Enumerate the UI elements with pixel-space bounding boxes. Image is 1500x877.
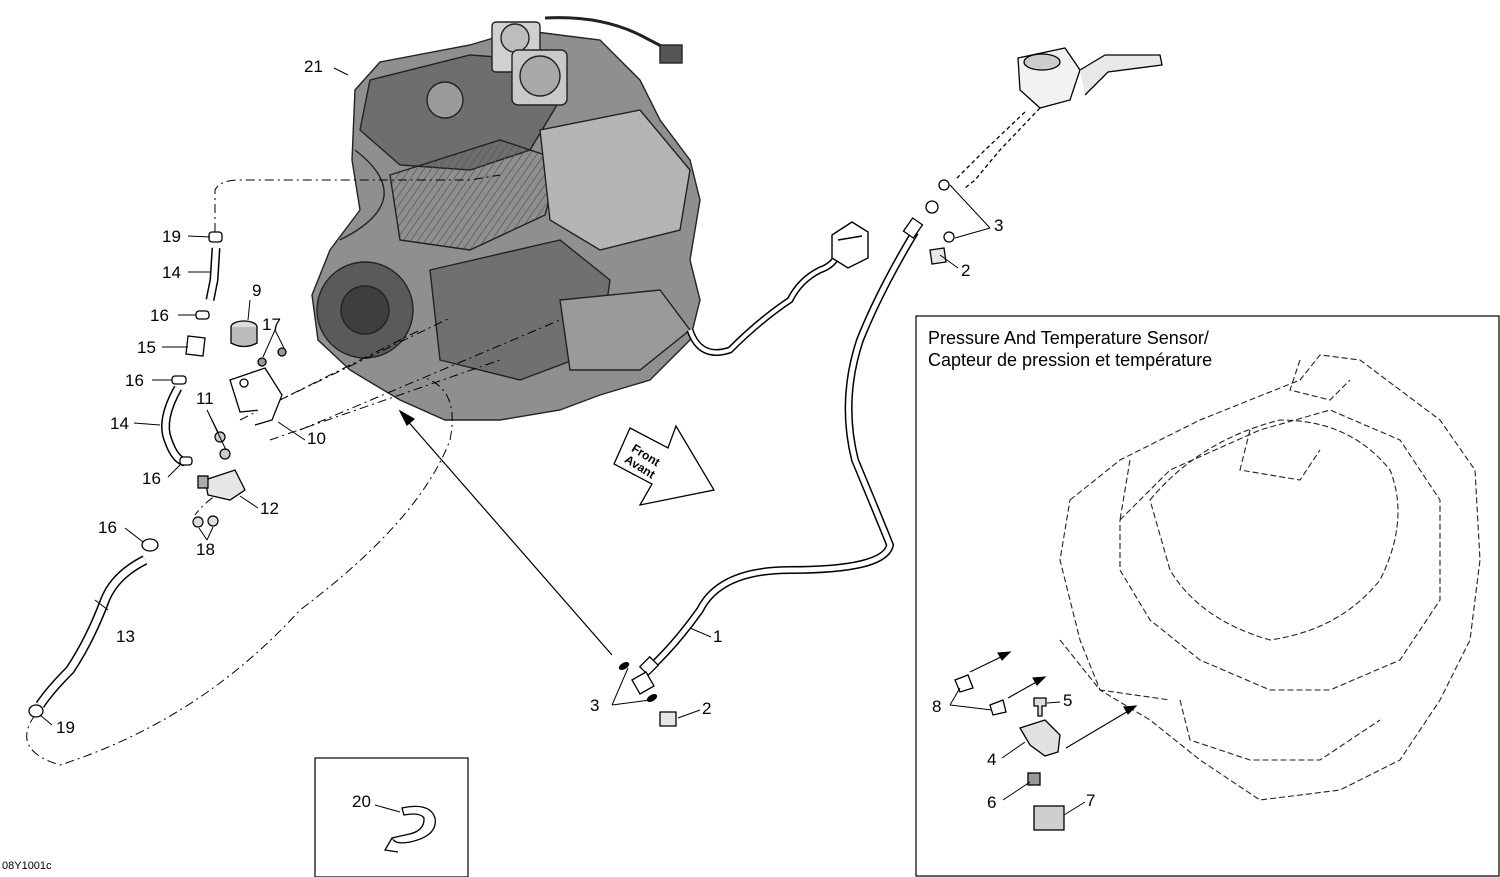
callout-2-upper: 2	[961, 261, 971, 280]
callout-7: 7	[1086, 791, 1096, 810]
callout-14-upper: 14	[162, 263, 181, 282]
wiring-harness	[686, 248, 844, 356]
diagram-code: 08Y1001c	[2, 860, 52, 872]
washer-3-upper-a	[938, 179, 950, 191]
callout-16-d: 16	[98, 518, 117, 537]
callout-19-lower: 19	[56, 718, 75, 737]
banjo-fitting	[631, 671, 655, 695]
bolt-2-lower	[659, 711, 677, 727]
clamp-16-d	[141, 538, 159, 552]
clamp-16-b	[171, 375, 187, 385]
screw-5	[1033, 697, 1047, 717]
screws-11	[214, 431, 231, 460]
leader-lines-inset	[949, 687, 1086, 816]
callout-9: 9	[252, 281, 262, 300]
callout-8: 8	[932, 697, 942, 716]
callout-4: 4	[987, 750, 997, 769]
callout-6: 6	[987, 793, 997, 812]
hose-13	[35, 555, 148, 708]
banjo-top	[925, 200, 939, 214]
grommet-8-a	[954, 674, 974, 693]
bolt-2-upper	[929, 247, 947, 265]
solenoid-12	[197, 469, 246, 501]
leader-lines-left	[39, 67, 349, 726]
hose-14-lower	[161, 385, 187, 467]
airbox-frame-drawing	[1059, 354, 1481, 801]
callout-13: 13	[116, 627, 135, 646]
fitting-15	[185, 335, 206, 357]
callout-14-lower: 14	[110, 414, 129, 433]
cable-fitting-top	[902, 217, 924, 239]
callout-5: 5	[1063, 691, 1073, 710]
inset-title-en: Pressure And Temperature Sensor/	[928, 328, 1209, 348]
hose-14-upper	[205, 247, 221, 301]
callout-12: 12	[260, 499, 279, 518]
clamp-16-c	[179, 456, 193, 466]
callout-10: 10	[307, 429, 326, 448]
callout-3-upper: 3	[994, 216, 1004, 235]
callout-19-upper: 19	[162, 227, 181, 246]
grommet-8-b	[989, 699, 1007, 716]
callout-11: 11	[196, 389, 214, 408]
callout-21: 21	[304, 57, 323, 76]
callout-3-lower: 3	[590, 696, 600, 715]
nuts-18	[192, 515, 219, 528]
washer-3-lower-b	[646, 694, 658, 702]
master-cylinder	[954, 47, 1163, 189]
leader-20	[374, 804, 401, 813]
inset-arrows	[969, 651, 1138, 749]
seal-6	[1027, 772, 1041, 786]
callout-17: 17	[262, 315, 281, 334]
callout-16-a: 16	[150, 306, 169, 325]
clip-box	[314, 757, 469, 877]
inset-title: Pressure And Temperature Sensor/ Capteur…	[928, 327, 1212, 371]
callout-20: 20	[352, 792, 371, 811]
callout-16-c: 16	[142, 469, 161, 488]
leader-lines-center	[611, 184, 991, 719]
bracket-10	[229, 347, 287, 426]
callout-2-lower: 2	[702, 699, 712, 718]
routing-arrow	[398, 409, 613, 656]
washer-3-lower-a	[618, 662, 630, 670]
sensor-4	[1019, 719, 1061, 757]
clip-20	[383, 805, 436, 853]
clamp-16-a	[195, 310, 210, 320]
cable-fitting-bottom	[638, 655, 660, 677]
washer-3-upper-b	[943, 231, 955, 243]
cap-9	[230, 320, 258, 348]
front-arrow	[613, 424, 716, 506]
inset-frame	[915, 315, 1500, 877]
clamp-19-lower	[28, 704, 44, 718]
callout-15: 15	[137, 338, 156, 357]
engine-assembly	[311, 16, 701, 421]
clamp-19-upper	[208, 231, 223, 243]
pad-7	[1033, 805, 1065, 831]
callout-16-b: 16	[125, 371, 144, 390]
harness-connector	[831, 221, 869, 269]
inset-title-fr: Capteur de pression et température	[928, 350, 1213, 370]
cable-1	[647, 229, 919, 671]
callout-18: 18	[196, 540, 215, 559]
callout-1: 1	[713, 627, 723, 646]
